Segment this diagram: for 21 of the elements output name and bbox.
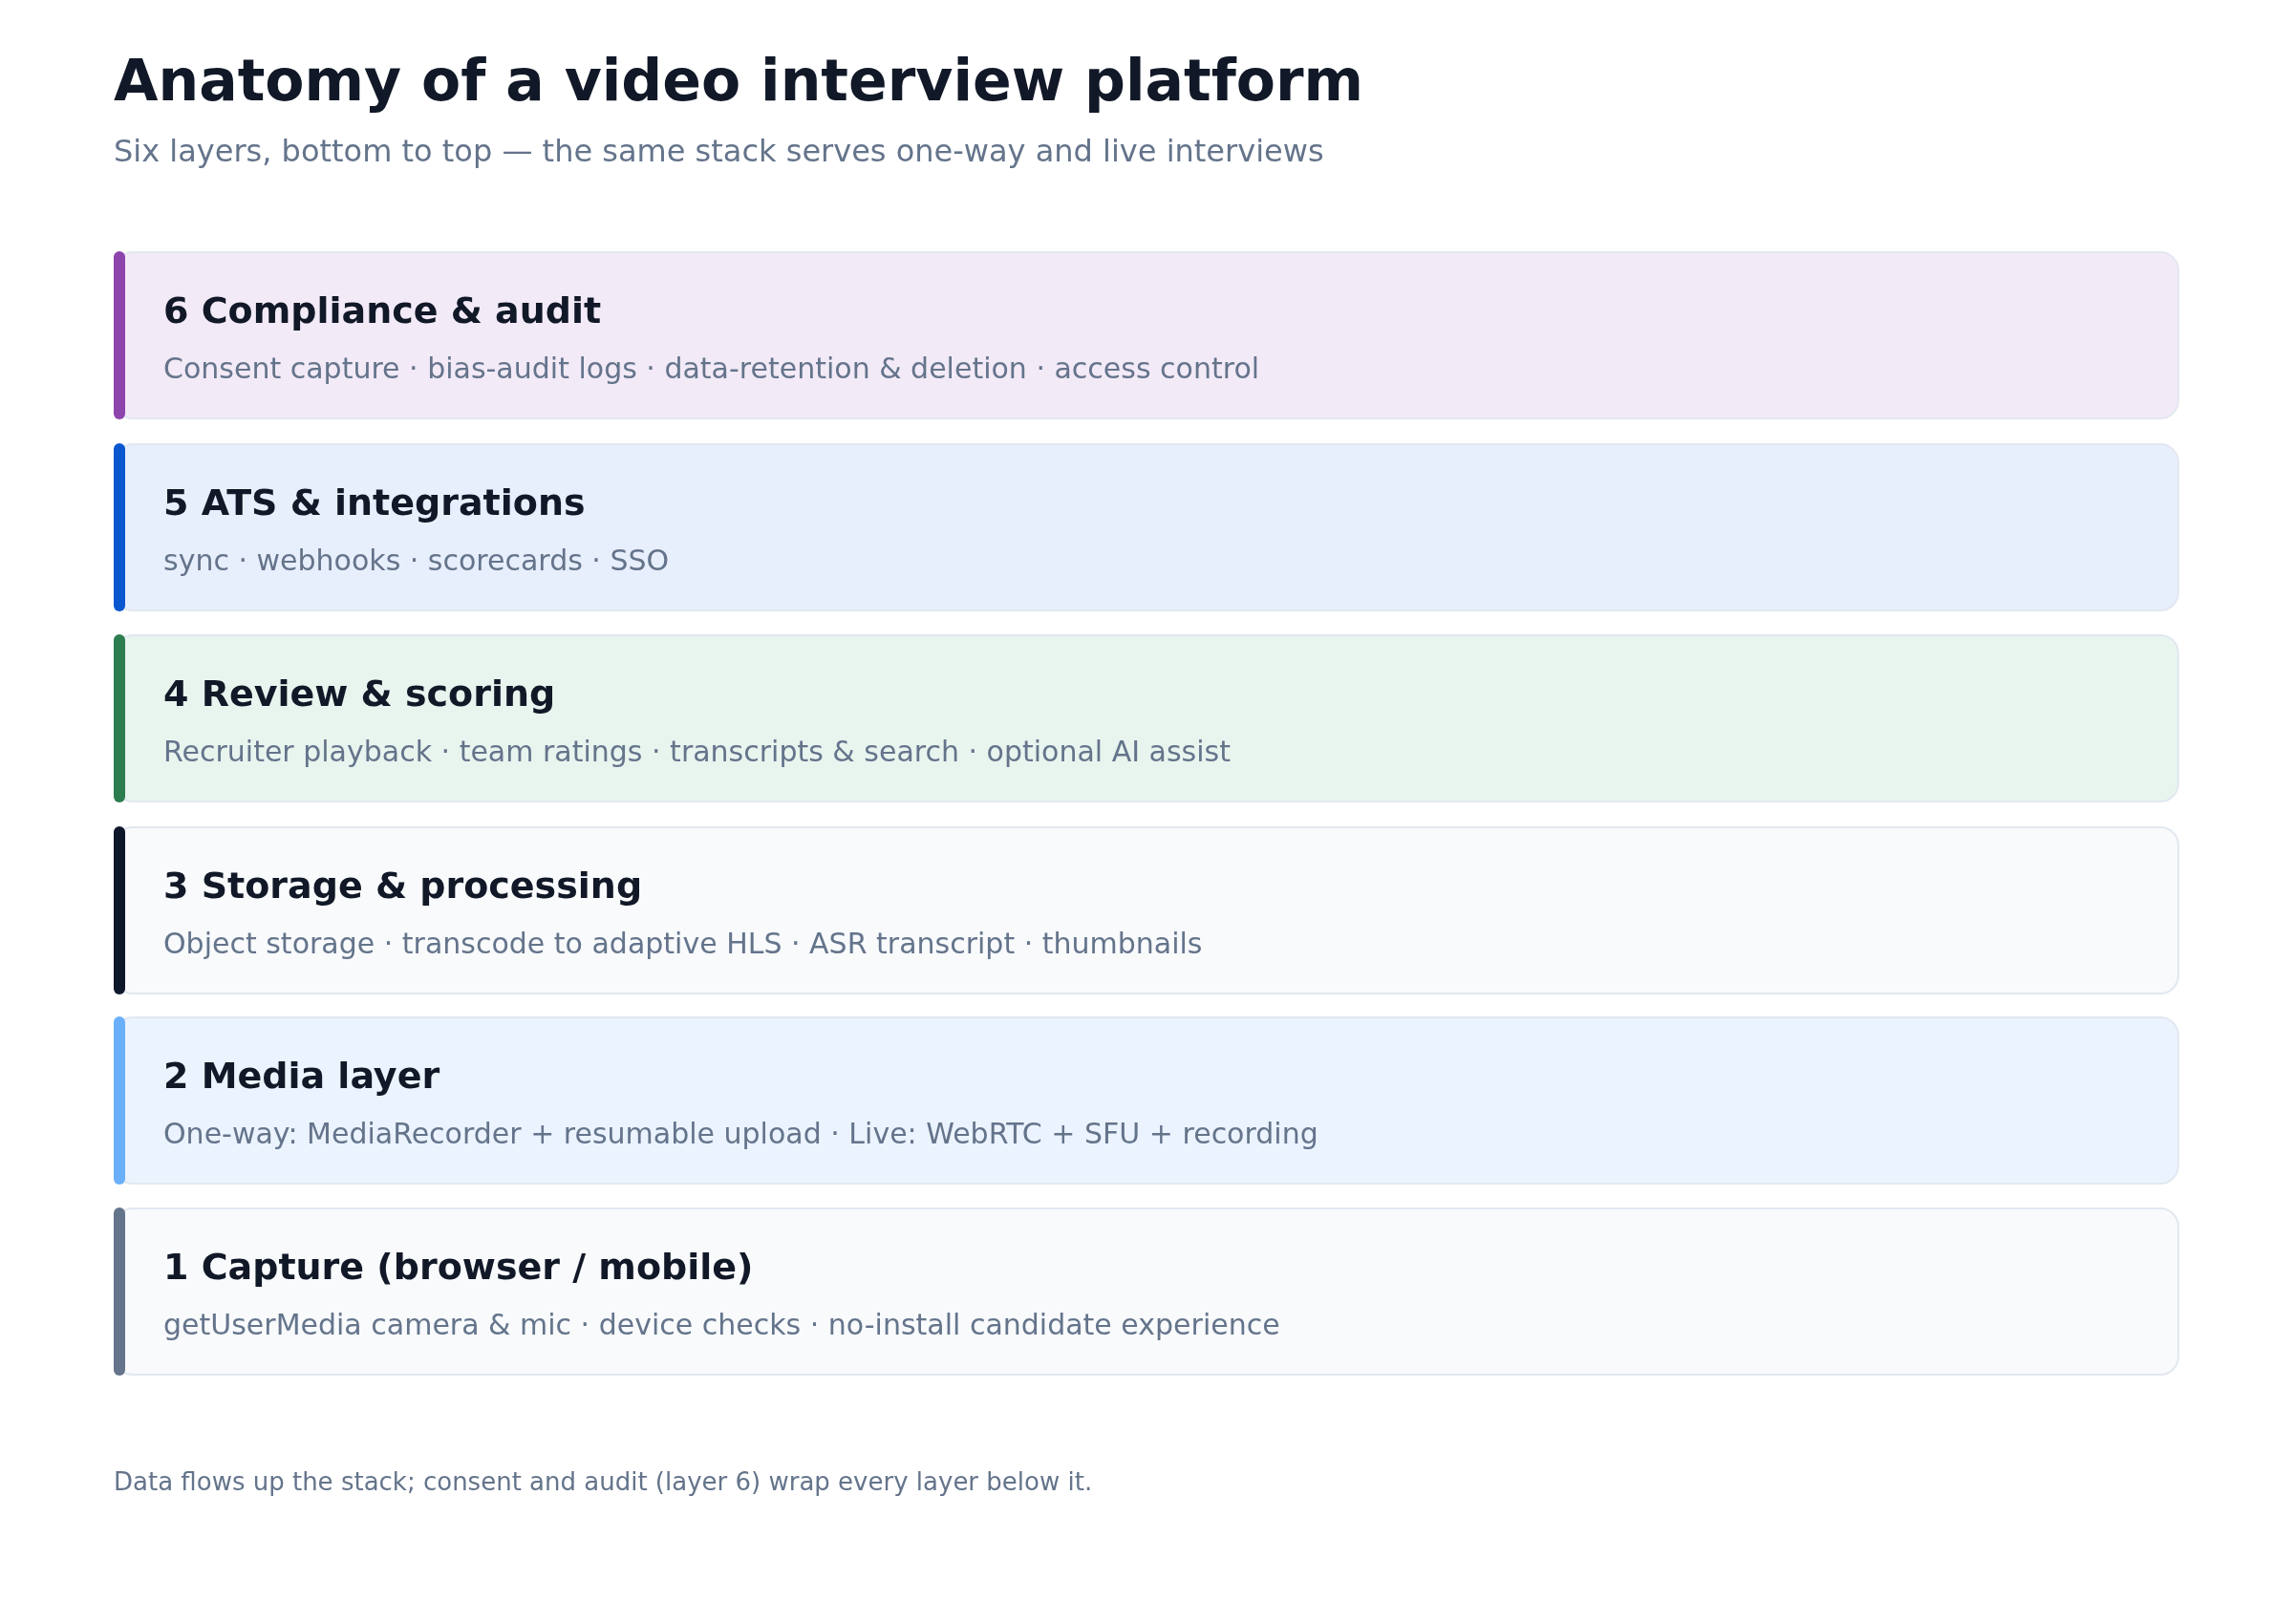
layer-panel <box>114 1207 2179 1376</box>
layer-heading: 1 Capture (browser / mobile) <box>163 1246 754 1290</box>
footnote: Data flows up the stack; consent and audit (layer 6) wrap every layer below it. <box>114 1467 1093 1498</box>
layer-panel <box>114 251 2179 419</box>
layer-description: One-way: MediaRecorder + resumable upload · Live: WebRTC + SFU + recording <box>163 1117 1318 1151</box>
diagram-title: Anatomy of a video interview platform <box>114 46 1364 115</box>
layer-heading: 2 Media layer <box>163 1055 440 1099</box>
layer-heading: 6 Compliance & audit <box>163 289 602 333</box>
layer-description: getUserMedia camera & mic · device checks · no-install candidate experience <box>163 1308 1280 1342</box>
subtitle: Six layers, bottom to top — the same stack serves one-way and live interviews <box>114 133 1324 170</box>
layer-panel <box>114 634 2179 802</box>
layer-heading: 5 ATS & integrations <box>163 481 586 525</box>
layer-heading: 3 Storage & processing <box>163 865 643 908</box>
layer-description: Recruiter playback · team ratings · transcripts & search · optional AI assist <box>163 735 1231 769</box>
layer-description: Object storage · transcode to adaptive HLS · ASR transcript · thumbnails <box>163 927 1203 961</box>
layer-description: sync · webhooks · scorecards · SSO <box>163 544 670 578</box>
layer-panel <box>114 443 2179 611</box>
layer-description: Consent capture · bias-audit logs · data-retention & deletion · access control <box>163 352 1260 386</box>
layer-panel <box>114 826 2179 994</box>
layer-panel <box>114 1016 2179 1185</box>
layer-heading: 4 Review & scoring <box>163 673 556 716</box>
